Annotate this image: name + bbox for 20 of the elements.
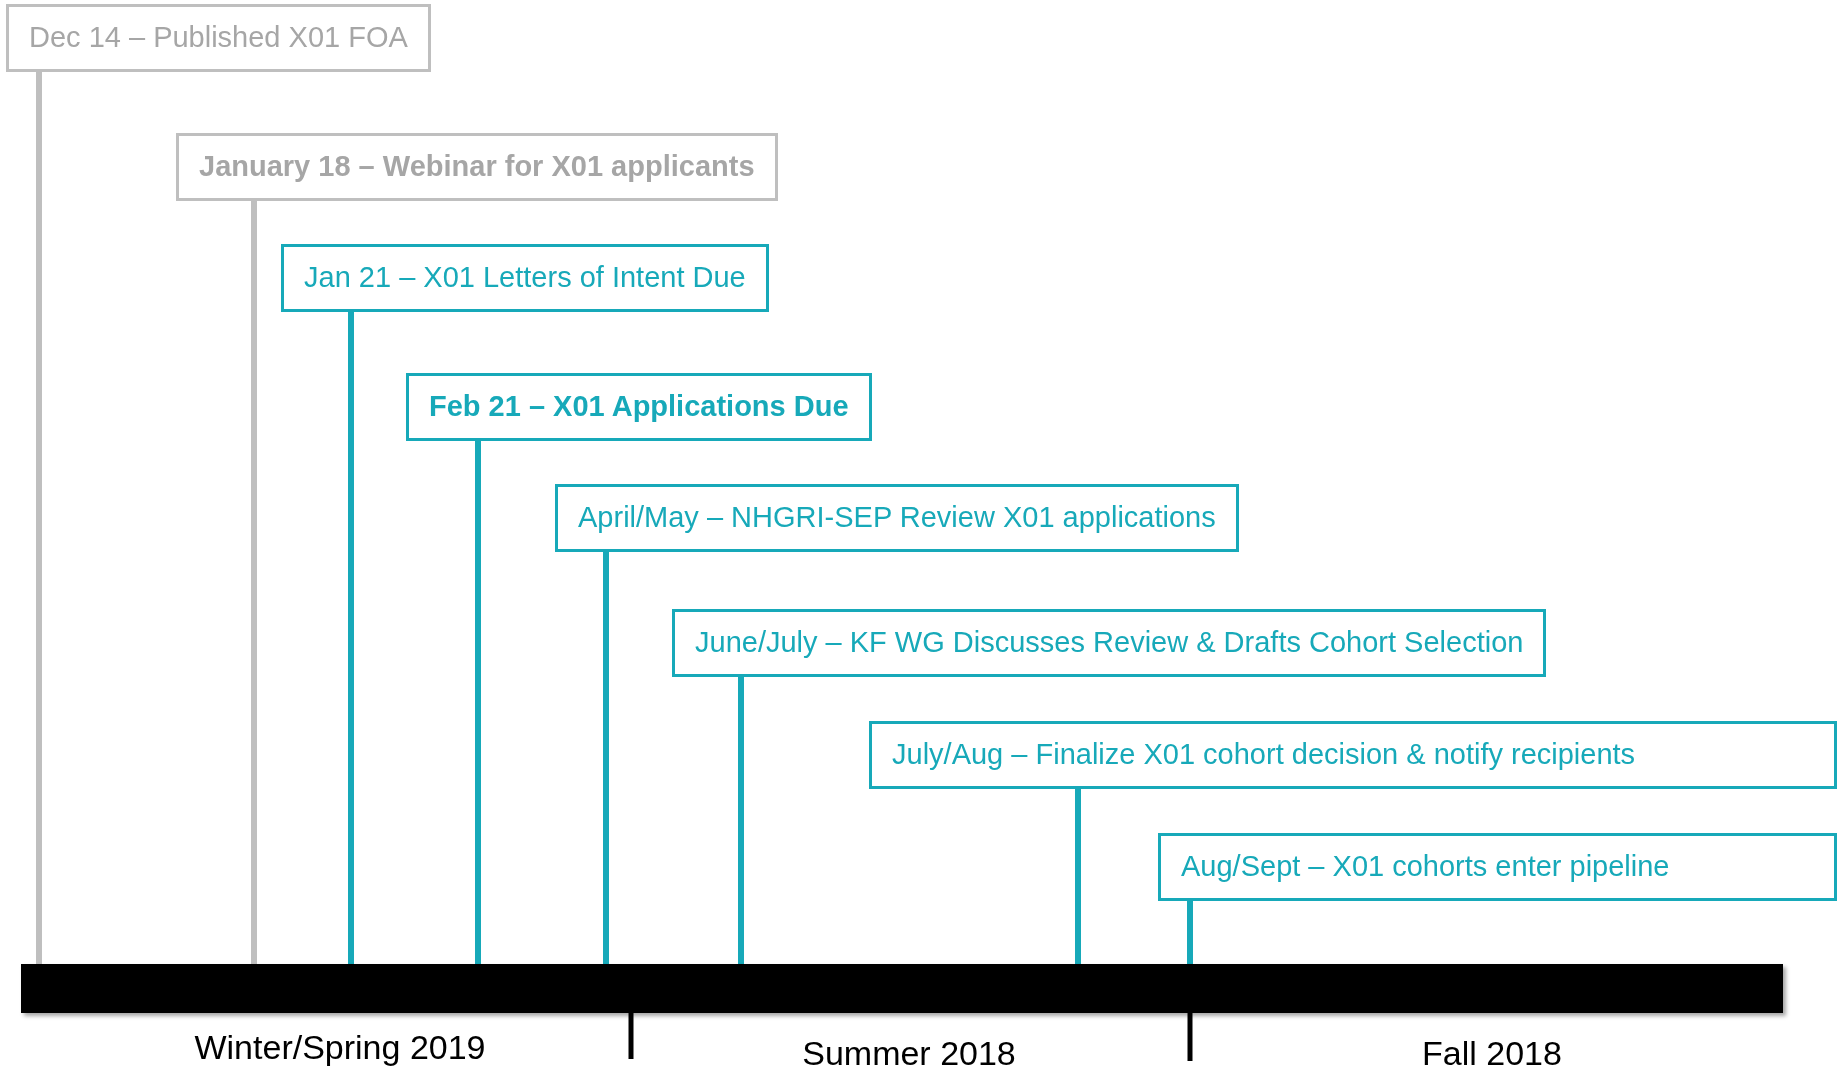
period-label: Fall 2018 (1422, 1033, 1562, 1068)
milestone-box: June/July – KF WG Discusses Review & Drafts Cohort Selection (672, 609, 1547, 677)
connector-line (603, 552, 609, 964)
connector-line (1187, 901, 1193, 964)
milestone-box: Jan 21 – X01 Letters of Intent Due (281, 244, 769, 312)
milestone-box: Aug/Sept – X01 cohorts enter pipeline (1158, 833, 1837, 901)
period-label: Summer 2018 (802, 1033, 1016, 1068)
timeline-bar (21, 964, 1783, 1013)
connector-line (348, 312, 354, 964)
milestone-box: July/Aug – Finalize X01 cohort decision & notify recipients (869, 721, 1837, 789)
period-label: Winter/Spring 2019 (194, 1027, 486, 1068)
connector-line (1075, 789, 1081, 964)
connector-line (738, 677, 744, 964)
milestone-box: Dec 14 – Published X01 FOA (6, 4, 431, 72)
connector-line (36, 72, 42, 964)
milestone-box: Feb 21 – X01 Applications Due (406, 373, 872, 441)
connector-line (251, 201, 257, 964)
connector-line (475, 441, 481, 964)
milestone-box: April/May – NHGRI-SEP Review X01 applications (555, 484, 1239, 552)
milestone-box: January 18 – Webinar for X01 applicants (176, 133, 778, 201)
